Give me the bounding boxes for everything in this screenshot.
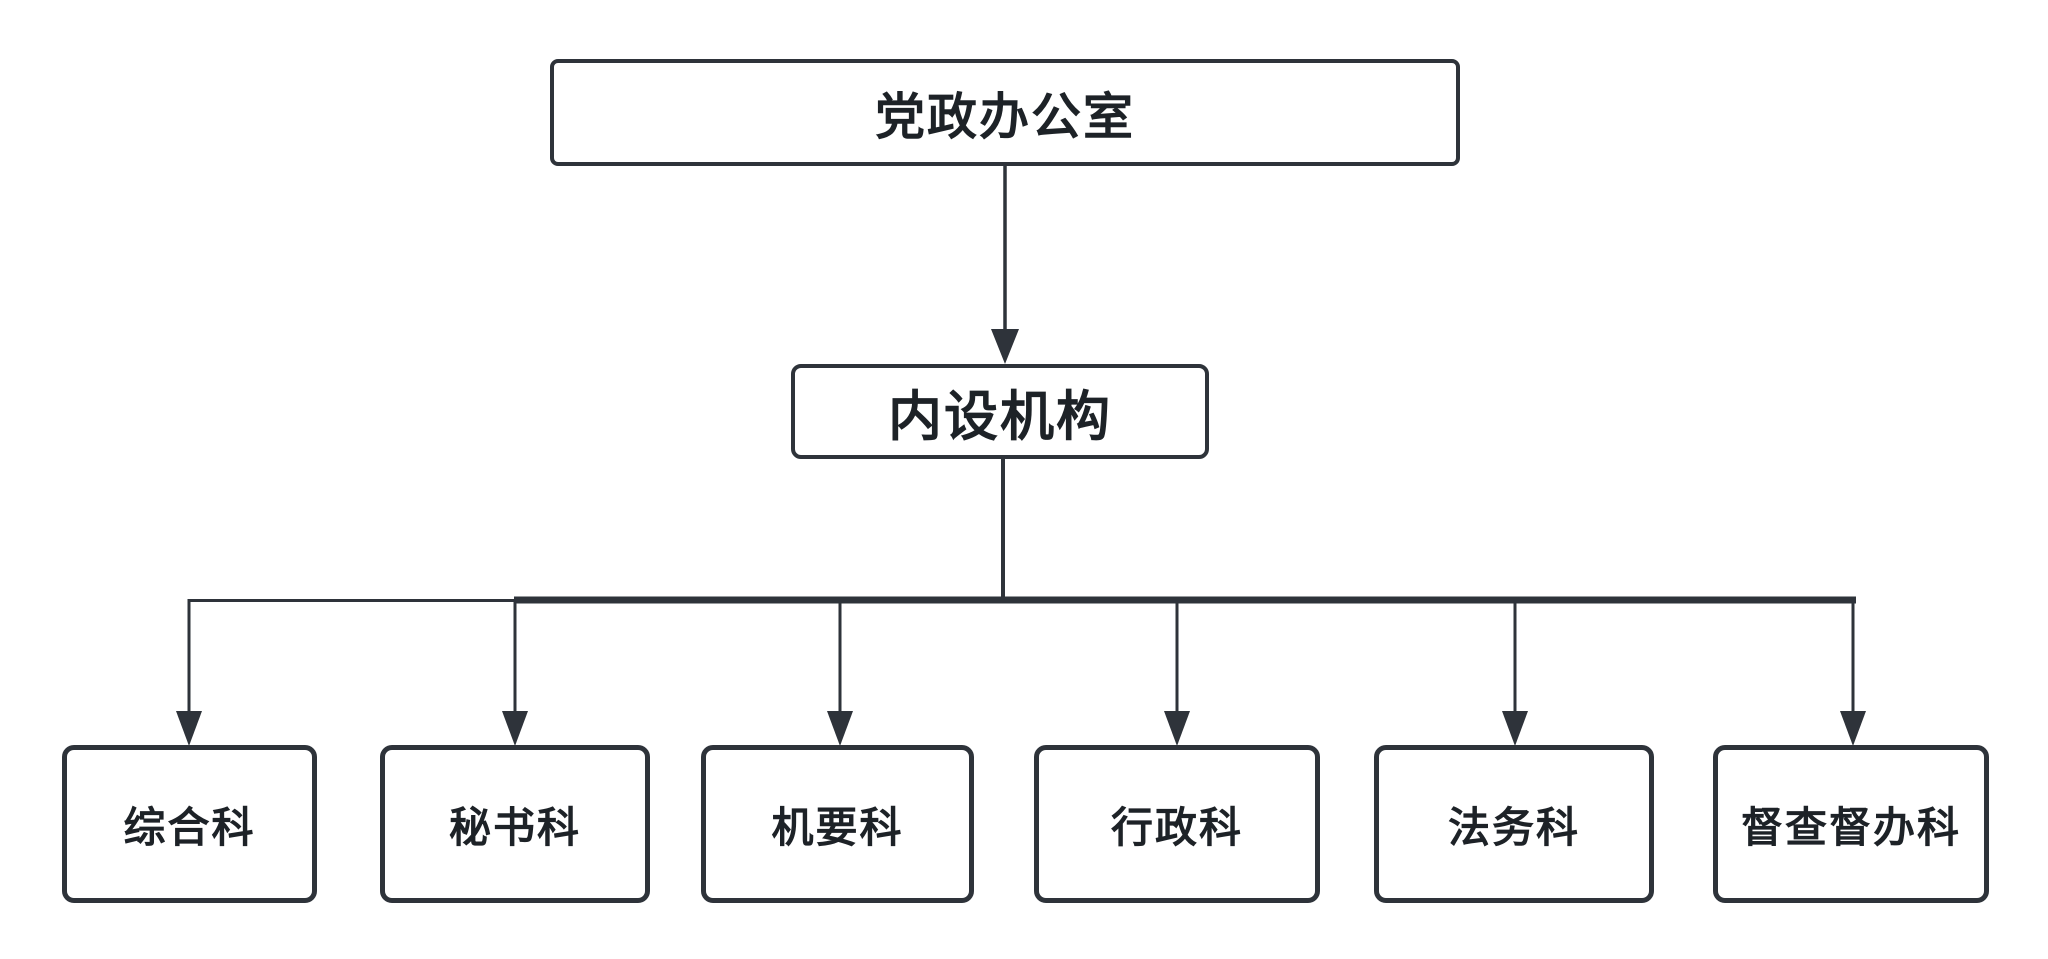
connector-root-to-level2 [991, 166, 1019, 364]
node-dept-label: 机要科 [771, 803, 904, 851]
node-root: 党政办公室 [550, 59, 1460, 166]
node-dept-label: 法务科 [1447, 803, 1580, 851]
connector-bus-to-dept-1 [176, 599, 202, 746]
connector-bus-to-dept-3 [827, 600, 853, 746]
connector-bus-to-dept-5 [1502, 600, 1528, 746]
arrowhead [827, 711, 853, 746]
node-dept-5: 法务科 [1374, 745, 1654, 903]
node-dept-4: 行政科 [1034, 745, 1320, 903]
node-dept-label: 综合科 [123, 803, 256, 851]
node-dept-3: 机要科 [701, 745, 974, 903]
node-dept-label: 督查督办科 [1740, 803, 1961, 851]
node-level2-label: 内设机构 [888, 387, 1112, 447]
connector-bus-to-dept-4 [1164, 600, 1190, 746]
node-root-label: 党政办公室 [875, 88, 1135, 145]
node-dept-label: 秘书科 [448, 803, 581, 851]
arrowhead [176, 711, 202, 746]
arrowhead [1164, 711, 1190, 746]
arrowhead [1502, 711, 1528, 746]
arrowhead [991, 329, 1019, 364]
node-dept-2: 秘书科 [380, 745, 650, 903]
connector-bus-to-dept-2 [502, 600, 528, 746]
node-dept-label: 行政科 [1110, 803, 1243, 851]
node-dept-6: 督查督办科 [1713, 745, 1989, 903]
connector-bus-to-dept-6 [1840, 600, 1866, 746]
arrowhead [1840, 711, 1866, 746]
node-dept-1: 综合科 [62, 745, 317, 903]
node-level2: 内设机构 [791, 364, 1209, 459]
arrowhead [502, 711, 528, 746]
